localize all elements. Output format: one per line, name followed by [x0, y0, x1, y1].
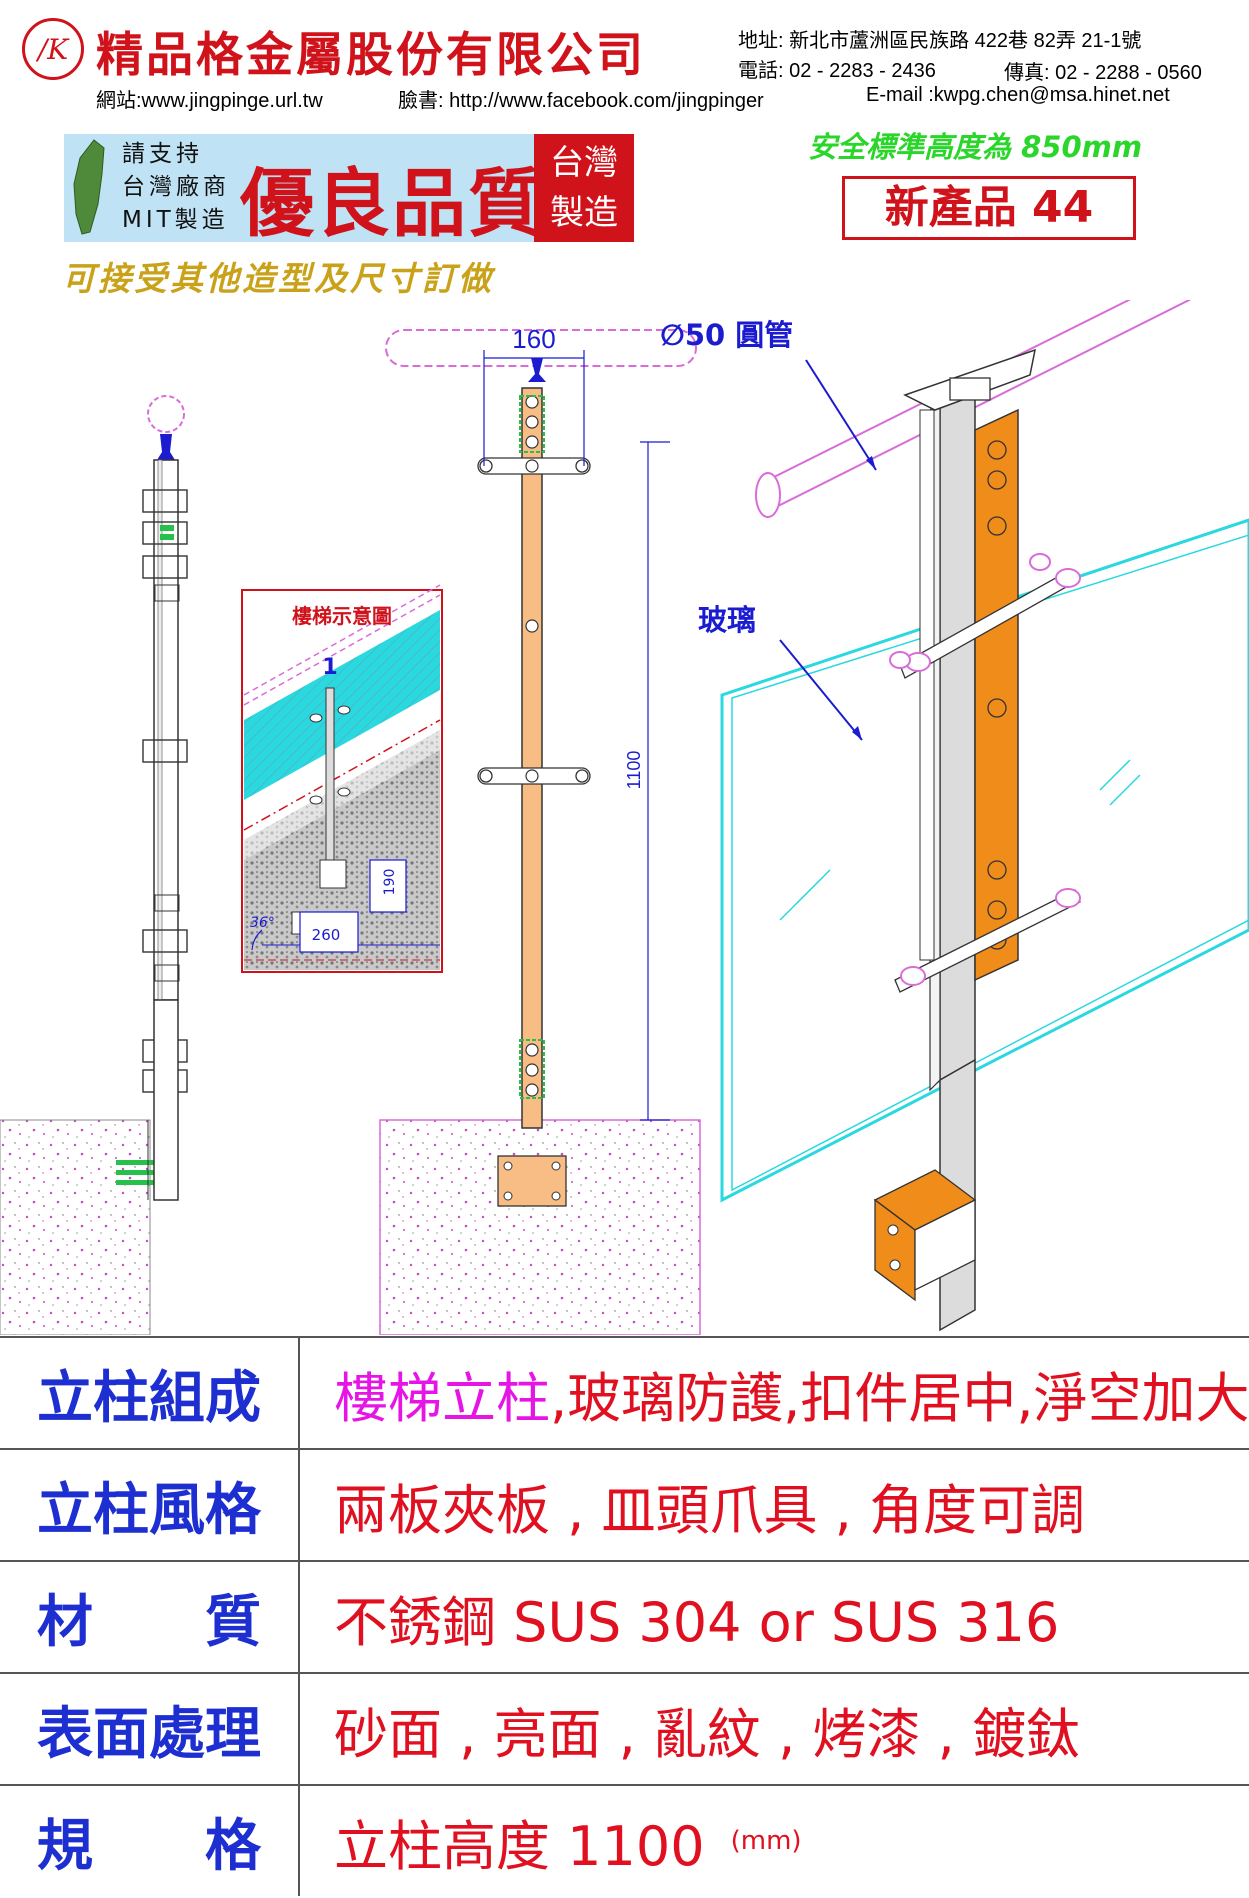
stair-angle: 36°	[250, 915, 275, 931]
spec-label: 規 格	[0, 1786, 300, 1896]
spec-label: 材 質	[0, 1562, 300, 1672]
side-view-post	[0, 395, 188, 1335]
company-name: 精品格金屬股份有限公司	[96, 28, 646, 83]
email-link[interactable]: E-mail :kwpg.chen@msa.hinet.net	[866, 84, 1170, 106]
technical-drawing: 樓梯示意圖 1 36° 190 260	[0, 300, 1249, 1335]
stair-diagram-title: 樓梯示意圖	[292, 604, 392, 628]
spec-value: 兩板夾板 , 皿頭爪具 , 角度可調	[334, 1478, 1085, 1542]
quality-badge: 請支持 台灣廠商 MIT製造 優良品質 台灣 製造	[64, 134, 634, 247]
spec-value: 立柱高度 1100 (mm)	[334, 1786, 802, 1896]
taiwan-map-icon	[73, 139, 105, 235]
safety-height-note: 安全標準高度為 850mm	[808, 130, 1143, 164]
isometric-view	[720, 300, 1249, 1332]
made-in-taiwan: 台灣 製造	[534, 134, 634, 242]
spec-value-text: 立柱高度 1100	[334, 1814, 705, 1878]
spec-row-style: 立柱風格 兩板夾板 , 皿頭爪具 , 角度可調	[0, 1448, 1249, 1560]
spec-value: 不銹鋼 SUS 304 or SUS 316	[334, 1590, 1060, 1654]
company-logo: /K	[22, 18, 84, 80]
spec-value: 砂面 , 亮面 , 亂紋 , 烤漆 , 鍍鈦	[334, 1702, 1080, 1766]
spec-value-text: ,玻璃防護,扣件居中,淨空加大	[550, 1366, 1249, 1430]
front-elevation	[379, 329, 701, 1335]
spec-row-material: 材 質 不銹鋼 SUS 304 or SUS 316	[0, 1560, 1249, 1672]
glass-label: 玻璃	[698, 603, 756, 637]
spec-row-size: 規 格 立柱高度 1100 (mm)	[0, 1784, 1249, 1896]
stair-marker: 1	[322, 655, 337, 680]
dimension-width-160: 160	[512, 324, 555, 354]
spec-row-finish: 表面處理 砂面 , 亮面 , 亂紋 , 烤漆 , 鍍鈦	[0, 1672, 1249, 1784]
phone: 電話: 02 - 2283 - 2436	[738, 60, 936, 82]
spec-label: 立柱組成	[0, 1338, 300, 1448]
spec-value: 樓梯立柱,玻璃防護,扣件居中,淨空加大	[334, 1338, 1249, 1448]
spec-table: 立柱組成 樓梯立柱,玻璃防護,扣件居中,淨空加大 立柱風格 兩板夾板 , 皿頭爪…	[0, 1336, 1249, 1896]
spec-label: 立柱風格	[0, 1450, 300, 1560]
pipe-label: ∅50 圓管	[660, 318, 793, 352]
spec-value-highlight: 樓梯立柱	[334, 1366, 550, 1430]
stair-dim-height: 190	[382, 869, 398, 896]
spec-unit: (mm)	[730, 1826, 802, 1856]
stair-dim-width: 260	[312, 926, 341, 944]
stair-diagram-inset	[241, 584, 443, 973]
fax: 傳真: 02 - 2288 - 0560	[1004, 62, 1202, 84]
facebook-link[interactable]: 臉書: http://www.facebook.com/jingpinger	[398, 90, 764, 112]
support-text: 請支持 台灣廠商 MIT製造	[122, 141, 230, 233]
website-link[interactable]: 網站:www.jingpinge.url.tw	[96, 90, 323, 112]
dimension-height-1100: 1100	[624, 751, 644, 790]
custom-order-note: 可接受其他造型及尺寸訂做	[62, 259, 494, 298]
spec-label: 表面處理	[0, 1674, 300, 1784]
address: 地址: 新北市蘆洲區民族路 422巷 82弄 21-1號	[738, 30, 1142, 52]
quality-title: 優良品質	[240, 161, 544, 247]
new-product-label: 新產品 44	[842, 176, 1136, 240]
spec-row-composition: 立柱組成 樓梯立柱,玻璃防護,扣件居中,淨空加大	[0, 1336, 1249, 1448]
